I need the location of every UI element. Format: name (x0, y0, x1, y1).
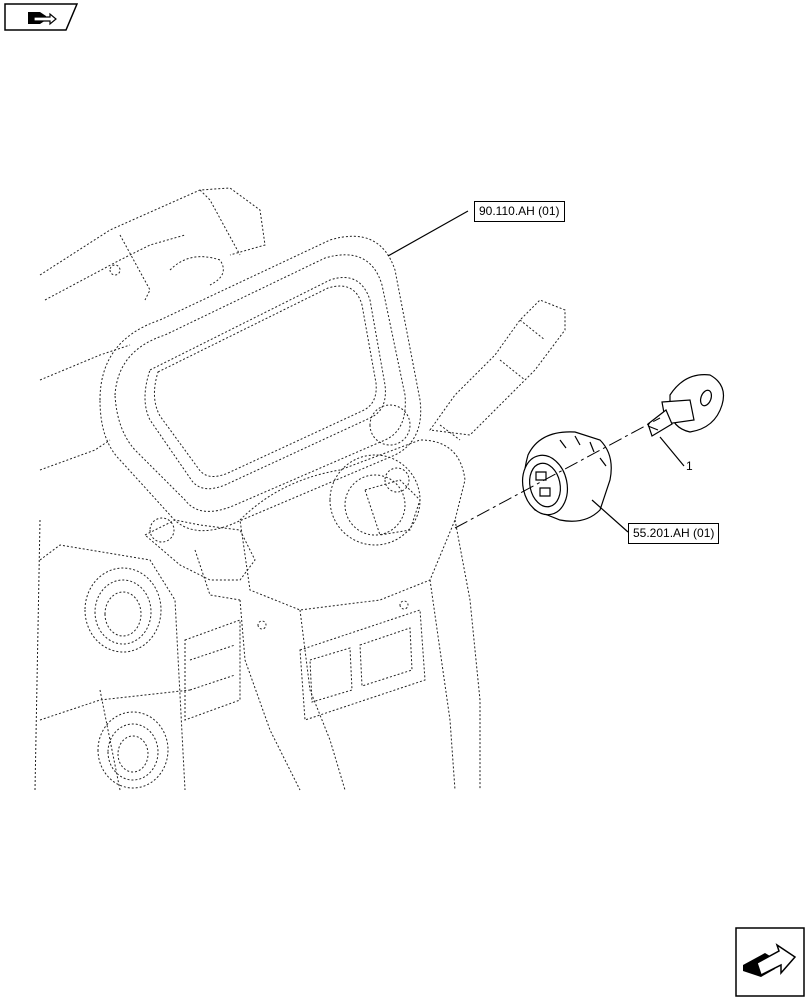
assembly-axis-line (454, 417, 661, 529)
callout-55-201-ah[interactable]: 55.201.AH (01) (628, 523, 720, 544)
callout-90-110-ah[interactable]: 90.110.AH (01) (474, 201, 565, 222)
part-reference-1[interactable]: 1 (686, 459, 693, 473)
page-forward-icon (735, 927, 805, 997)
leader-lines (387, 210, 685, 533)
page-back-icon (4, 3, 79, 31)
previous-page-button[interactable] (4, 3, 79, 31)
key-drawing (647, 374, 725, 437)
next-page-button[interactable] (735, 927, 805, 997)
ignition-switch-drawing (521, 431, 612, 522)
dashboard-outline (34, 187, 566, 791)
